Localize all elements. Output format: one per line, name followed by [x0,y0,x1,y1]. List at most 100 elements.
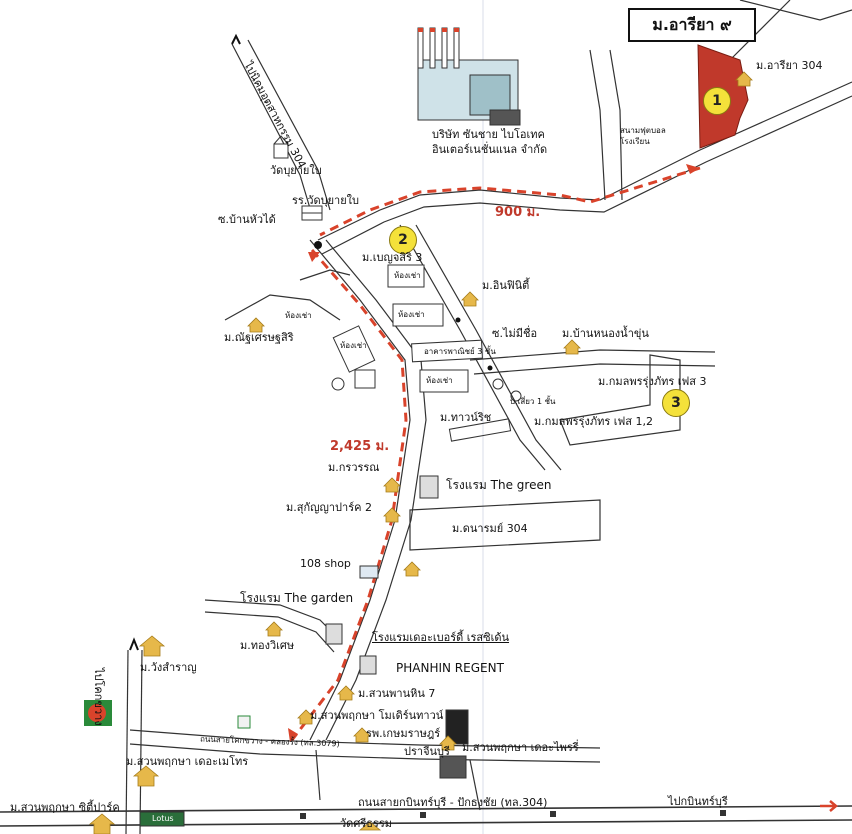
shop-icon [359,565,379,579]
road-kok-b [129,743,601,763]
label-kamolphon12: ม.กมลพรรุ่งภัทร เฟส 1,2 [534,415,653,428]
label-suanpruk-pray: ม.สวนพฤกษา เดอะไพรรี่ [462,741,579,754]
label-hotel-residence: โรงแรมเดอะเบอร์ดี้ เรสซิเด้น [372,631,510,644]
label-school-yaibai: รร.วัดบุยายใบ [292,194,360,207]
house-icon [563,339,581,355]
road-main-north-a [317,81,852,241]
label-suanphanhin7: ม.สวนพานหิน 7 [358,687,436,700]
junction-dot [314,241,322,249]
label-wat-yaibai: วัดบุยายใบ [270,164,322,177]
label-wangsamran: ม.วังสำราญ [140,661,197,674]
label-chayasetsiri: ม.ณัฐเศรษฐสิริ [224,331,294,344]
marker-2: 2 [389,226,417,254]
kamolphon-block [559,354,681,446]
route-line [290,166,701,741]
label-thongwiset: ม.ทองวิเศษ [240,639,295,652]
arrow-up-icon [231,33,241,45]
label-rent-4: ห้องเช่า [426,376,453,385]
house-icon [88,813,116,834]
label-suanpruk-city: ม.สวนพฤกษา ซิตี้ปาร์ค [10,801,120,814]
road-left-a [125,649,129,834]
house-icon [337,685,355,701]
map-title: ม.อารียา ๙ [628,8,756,42]
label-kornwarin: ม.กรวรรณ [328,461,380,474]
label-road-koksawang: ไปโคกขวาง [92,668,105,726]
rent-blocks [332,264,483,393]
house-icon [247,317,265,333]
road-kok-a [129,729,601,749]
road-benja-a [399,224,546,471]
house-icon [353,727,371,743]
label-prachinburi: ปราจีนบุรี [404,745,450,758]
house-icon [461,291,479,307]
road-garden-b [204,611,335,653]
house-icon [138,635,166,657]
label-wat-bottom: วัดศรีธรรม [340,817,392,830]
label-hotel-garden: โรงแรม The garden [240,591,354,605]
label-to-kabin: ไปกบินทร์บุรี [668,795,728,808]
road-hw304-a [0,805,852,813]
road-side-2 [469,759,481,811]
label-commercial: อาคารพาณิชย์ 3 ชั้น [424,347,496,356]
highway-marks [300,810,726,819]
route-arrow-start [288,728,298,742]
route-arrow-mid [308,252,320,262]
road-stadium-a [589,49,606,201]
label-soi-nameless: ซ.ไม่มีชื่อ [492,327,538,340]
label-kamolphon3: ม.กมลพรรุ่งภัทร เฟส 3 [598,375,707,388]
road-nong-b [473,363,716,375]
house-icon [403,561,421,577]
house-icon [358,821,382,831]
label-rent-5: ห้องเช่า [394,271,421,280]
road-chaya-b [299,269,351,281]
house-icon [265,621,283,637]
road-nong-a [469,349,716,361]
house-icon [383,507,401,523]
label-thawasit: ม.ทาวน์ริช [440,411,492,424]
label-shop108: 108 shop [300,557,351,570]
road-tr-a [739,0,852,21]
hotel-icons [325,475,469,779]
label-modern-town: ม.สวนพฤกษา โมเดิร์นทาวน์ [310,709,444,722]
label-stadium: สนามฟุตบอล โรงเรียน [620,126,666,147]
junction-dot-2 [455,317,461,323]
label-rent-1: ห้องเช่า [285,311,312,320]
label-rent-3: ห้องเช่า [340,341,367,350]
route-arrow-end [686,164,700,174]
label-daranrom304: ม.ดนารมย์ 304 [452,522,528,535]
temple-icon [273,135,289,159]
label-factory: บริษัท ซันชาย ไบโอเทค อินเตอร์เนชั่นแนล … [432,128,548,156]
misc-circles [331,377,522,402]
house-icon [297,709,315,725]
school-icon [301,205,323,221]
daranrom-block [409,499,601,551]
label-benjasiri3: ม.เบญจสิริ 3 [362,251,423,264]
road-chaya [224,294,341,321]
marker-1: 1 [703,87,731,115]
road-hw304-b [0,819,852,827]
label-rent-2: ห้องเช่า [398,310,425,319]
distance-2425: 2,425 ม. [330,439,390,454]
label-suanpruk-metro: ม.สวนพฤกษา เดอะเมโทร [126,755,249,768]
road-central-a [309,239,411,741]
factory-icon [417,27,521,126]
label-ban-nongnamkhun: ม.บ้านหนองน้ำขุ่น [562,327,649,340]
road-stadium-b [609,49,623,201]
road-benja-b [415,224,562,471]
arrow-up-left-icon [129,637,139,651]
label-lotus: Lotus [152,814,174,823]
seven-eleven-icon [237,715,251,729]
road-left-b [139,649,143,834]
label-kasemrat: รพ.เกษมราษฎร์ [366,727,441,740]
marker-3: 3 [662,389,690,417]
arrow-right-icon [820,800,838,812]
junction-dot-3 [487,365,493,371]
road-udon-a [231,43,313,216]
thawasit-block [448,418,512,442]
label-road-main: ถนนสายกบินทร์บุรี - ปักธงชัย (ทล.304) [358,796,548,809]
house-icons [88,71,753,834]
house-icon [383,477,401,493]
label-soi-banhuadai: ซ.บ้านหัวได้ [218,213,276,226]
distance-900: 900 ม. [495,205,541,220]
